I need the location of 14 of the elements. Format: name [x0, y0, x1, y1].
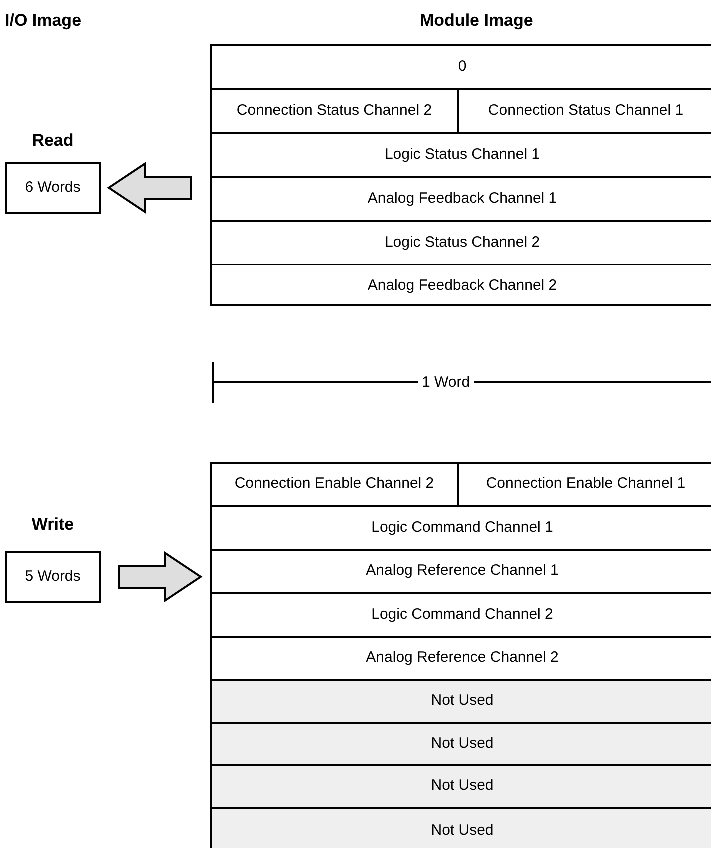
register-table — [210, 44, 711, 306]
block-arrow — [118, 551, 203, 603]
unused-word-cell: Not Used — [212, 766, 711, 809]
register-table — [210, 462, 711, 848]
word-cell: Connection Status Channel 2 — [212, 90, 459, 134]
unused-word-cell: Not Used — [212, 724, 711, 766]
block-arrow — [107, 162, 192, 214]
unused-word-cell: Not Used — [212, 809, 711, 848]
section-heading: Read — [31, 130, 75, 152]
word-count-box: 6 Words — [5, 162, 101, 214]
unused-word-cell: Not Used — [212, 681, 711, 724]
word-count-box: 5 Words — [5, 551, 101, 603]
section-heading: Write — [30, 514, 76, 536]
word-cell: Connection Enable Channel 2 — [212, 464, 459, 507]
